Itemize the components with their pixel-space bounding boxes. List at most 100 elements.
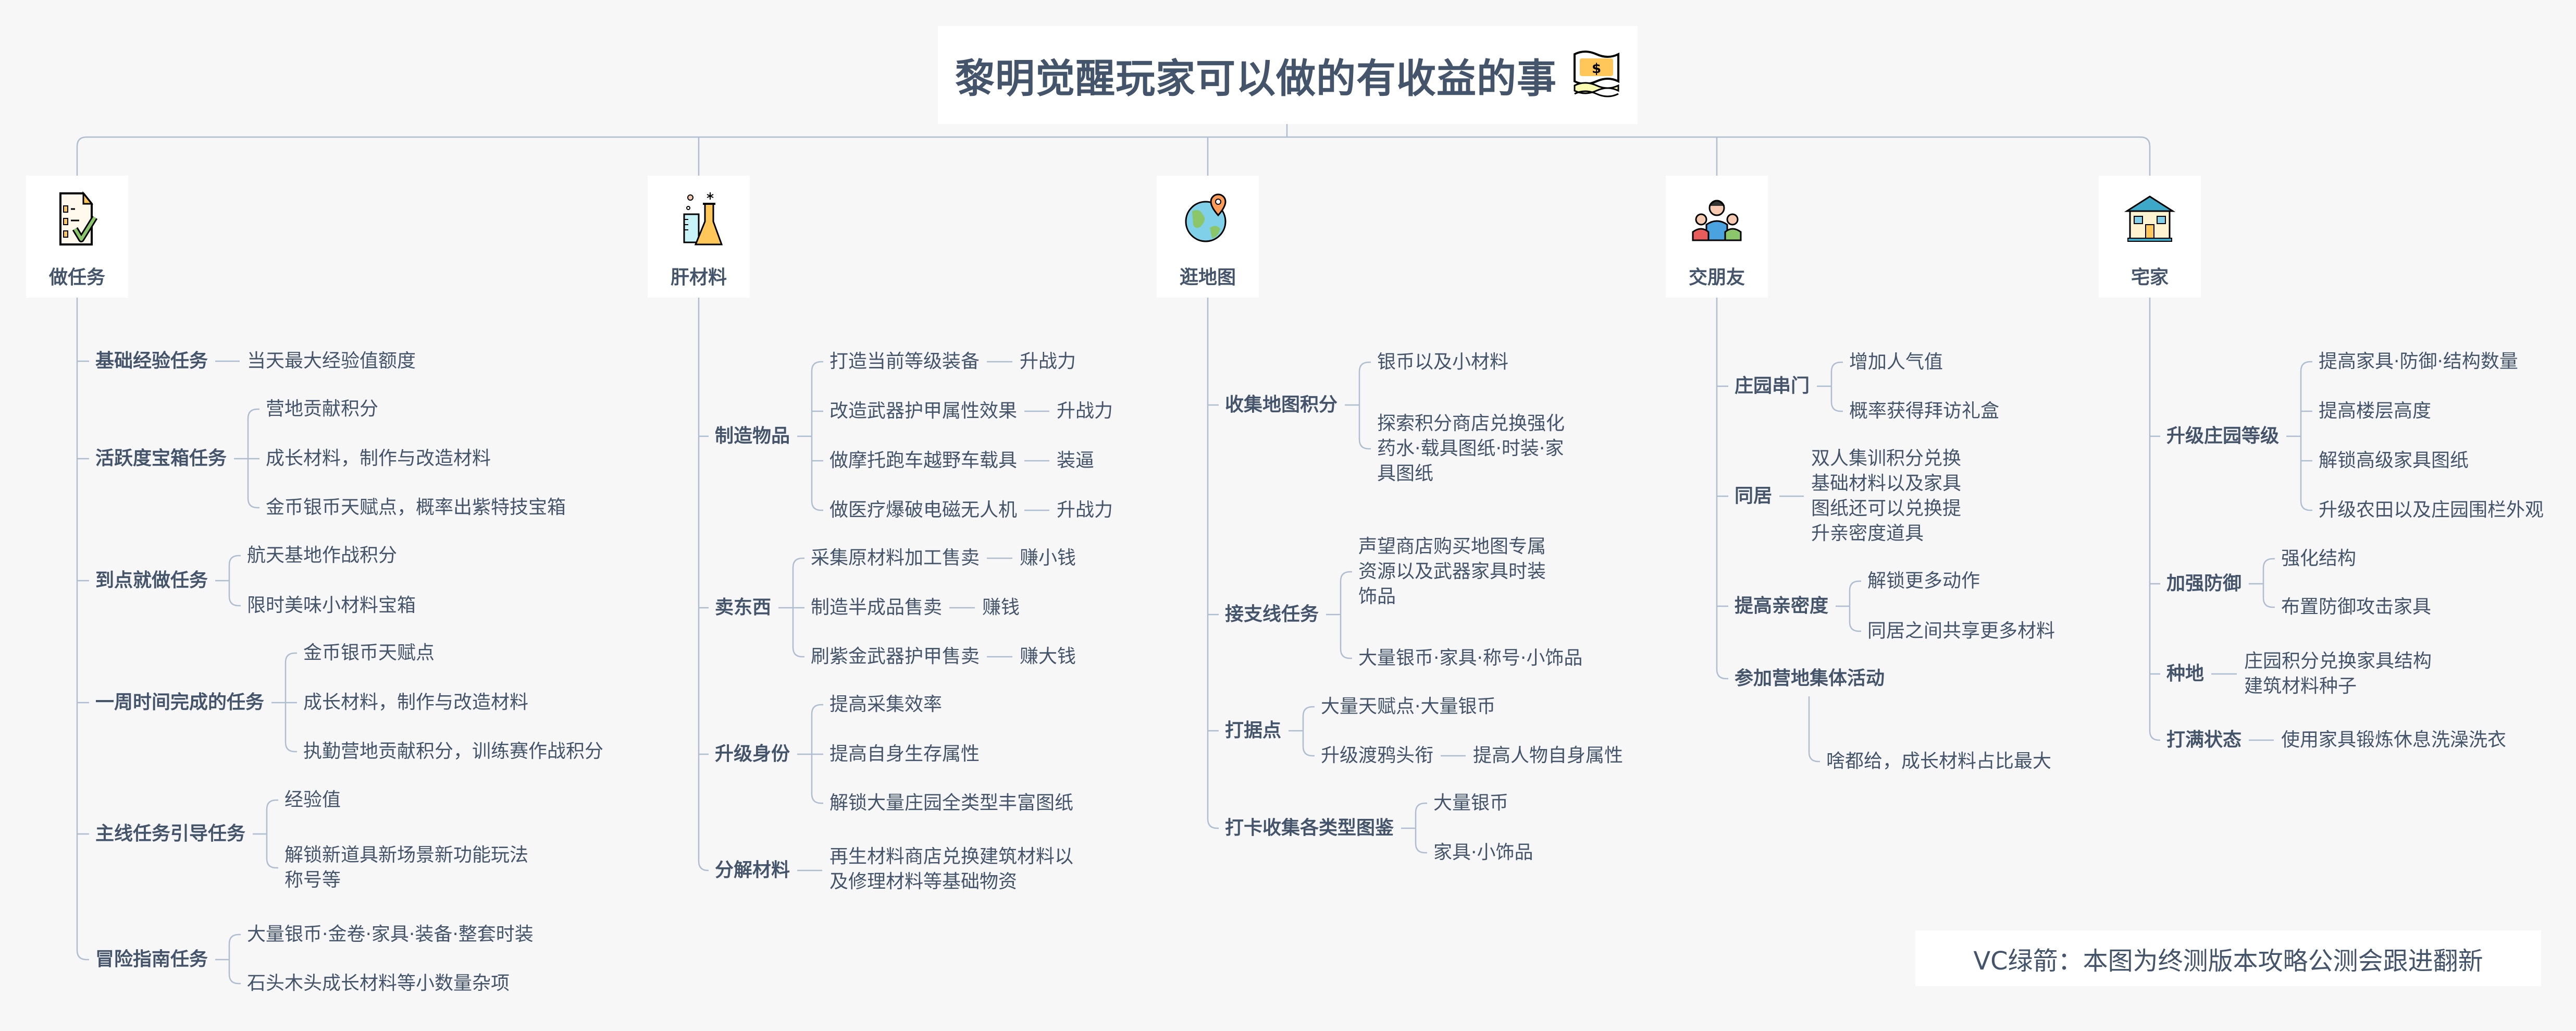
globe-pin-icon [1182,190,1234,248]
subtopic[interactable]: 大量银币·金卷·家具·装备·整套时装 [247,924,534,945]
subtopic[interactable]: 提高采集效率 [829,694,943,715]
subtopic[interactable]: 再生材料商店兑换建筑材料以及修理材料等基础物资 [829,846,1074,892]
result-topic[interactable]: 赚小钱 [1020,547,1076,569]
result-topic[interactable]: 赚钱 [982,597,1020,618]
subtopic[interactable]: 解锁更多动作 [1867,570,1980,592]
branch-topic[interactable]: 打满状态 [2166,729,2242,751]
subtopic[interactable]: 强化结构 [2281,548,2357,569]
subtopic[interactable]: 解锁高级家具图纸 [2319,450,2469,471]
branch-topic[interactable]: 基础经验任务 [95,350,208,372]
result-topic[interactable]: 升战力 [1057,499,1113,521]
branch-topic[interactable]: 接支线任务 [1225,604,1319,625]
category-label: 交朋友 [1688,267,1745,288]
branch-topic[interactable]: 到点就做任务 [95,570,208,591]
branch-topic[interactable]: 制造物品 [715,425,790,447]
subtopic[interactable]: 执勤营地贡献积分，训练赛作战积分 [303,741,604,762]
connector-line [1415,802,1427,854]
connector-line [1830,361,1843,412]
branch-topic[interactable]: 种地 [2166,663,2205,684]
branch-topic[interactable]: 分解材料 [715,860,790,881]
root-topic[interactable]: 黎明觉醒玩家可以做的有收益的事 $ [938,26,1638,124]
category-people[interactable]: 交朋友 [1666,176,1768,298]
subtopic[interactable]: 大量银币·家具·称号·小饰品 [1358,647,1583,669]
subtopic[interactable]: 营地贡献积分 [266,398,379,420]
subtopic[interactable]: 双人集训积分兑换基础材料以及家具图纸还可以兑换提升亲密度道具 [1811,448,1962,544]
connector-line [811,704,823,804]
subtopic[interactable]: 布置防御攻击家具 [2281,596,2432,618]
subtopic[interactable]: 升级农田以及庄园围栏外观 [2319,499,2544,521]
subtopic[interactable]: 家具·小饰品 [1433,842,1533,863]
connector-line [76,298,89,961]
connector-line [247,408,259,509]
subtopic[interactable]: 增加人气值 [1849,351,1943,373]
branch-topic[interactable]: 打卡收集各类型图鉴 [1225,817,1394,839]
branch-topic[interactable]: 提高亲密度 [1735,595,1829,617]
note-text: VC绿箭：本图为终测版本攻略公测会跟进翻新 [1973,946,2483,976]
subtopic[interactable]: 做医疗爆破电磁无人机 [829,499,1018,521]
subtopic[interactable]: 大量银币 [1433,792,1509,814]
subtopic[interactable]: 啥都给，成长材料占比最大 [1826,751,2052,772]
category-globe-pin[interactable]: 逛地图 [1157,176,1259,298]
note-box: VC绿箭：本图为终测版本攻略公测会跟进翻新 [1915,930,2541,986]
subtopic[interactable]: 当天最大经验值额度 [247,350,416,372]
subtopic[interactable]: 解锁大量庄园全类型丰富图纸 [829,792,1074,814]
branch-topic[interactable]: 打据点 [1225,720,1282,741]
subtopic[interactable]: 航天基地作战积分 [247,545,398,566]
connector-line [284,652,297,753]
subtopic[interactable]: 庄园积分兑换家具结构建筑材料种子 [2244,650,2432,697]
subtopic[interactable]: 银币以及小材料 [1377,351,1509,373]
subtopic[interactable]: 概率获得拜访礼盒 [1849,400,2000,422]
page-title: 黎明觉醒玩家可以做的有收益的事 [955,55,1557,102]
branch-topic[interactable]: 收集地图积分 [1225,394,1338,415]
subtopic[interactable]: 提高自身生存属性 [829,743,980,765]
result-topic[interactable]: 提高人物自身属性 [1473,745,1624,766]
connector-line [228,555,241,607]
branch-topic[interactable]: 加强防御 [2166,573,2242,594]
category-house[interactable]: 宅家 [2099,176,2201,298]
subtopic[interactable]: 金币银币天赋点，概率出紫特技宝箱 [266,497,566,518]
subtopic[interactable]: 提高楼层高度 [2319,400,2432,422]
result-topic[interactable]: 升战力 [1057,400,1113,422]
branch-topic[interactable]: 升级身份 [715,743,790,765]
subtopic[interactable]: 声望商店购买地图专属资源以及武器家具时装饰品 [1358,536,1546,607]
subtopic[interactable]: 采集原材料加工售卖 [811,547,980,569]
subtopic[interactable]: 探索积分商店兑换强化药水·载具图纸·时装·家具图纸 [1377,413,1565,484]
subtopic[interactable]: 石头木头成长材料等小数量杂项 [247,973,510,994]
branch-topic[interactable]: 参加营地集体活动 [1735,668,1885,689]
result-topic[interactable]: 装逼 [1057,450,1095,471]
subtopic[interactable]: 大量天赋点·大量银币 [1321,696,1496,717]
branch-topic[interactable]: 升级庄园等级 [2166,425,2280,447]
connector-line [266,799,278,869]
subtopic[interactable]: 金币银币天赋点 [303,642,435,664]
subtopic[interactable]: 打造当前等级装备 [829,351,980,372]
connector-line [1340,571,1352,659]
subtopic[interactable]: 做摩托跑车越野车载具 [829,450,1018,471]
subtopic[interactable]: 改造武器护甲属性效果 [829,400,1018,422]
branch-topic[interactable]: 主线任务引导任务 [95,823,246,844]
subtopic[interactable]: 使用家具锻炼休息洗澡洗衣 [2281,729,2507,751]
connector-line [1716,298,1728,680]
branch-topic[interactable]: 庄园串门 [1735,375,1810,397]
branch-topic[interactable]: 活跃度宝箱任务 [95,448,227,469]
subtopic[interactable]: 同居之间共享更多材料 [1867,620,2055,642]
branch-topic[interactable]: 同居 [1735,485,1773,507]
subtopic[interactable]: 解锁新道具新场景新功能玩法称号等 [284,844,529,891]
connector-line [698,298,709,872]
branch-topic[interactable]: 一周时间完成的任务 [95,692,265,713]
result-topic[interactable]: 赚大钱 [1020,646,1076,667]
money-icon: $ [1572,49,1620,101]
category-checklist[interactable]: 做任务 [26,176,128,298]
branch-topic[interactable]: 卖东西 [715,597,772,618]
subtopic[interactable]: 成长材料，制作与改造材料 [266,448,491,469]
category-label: 肝材料 [670,267,727,288]
branch-topic[interactable]: 冒险指南任务 [95,949,208,970]
category-lab-flask[interactable]: 肝材料 [648,176,750,298]
subtopic[interactable]: 制造半成品售卖 [811,597,943,618]
subtopic[interactable]: 升级渡鸦头衔 [1321,745,1434,766]
subtopic[interactable]: 限时美味小材料宝箱 [247,595,416,616]
subtopic[interactable]: 刷紫金武器护甲售卖 [811,646,980,667]
subtopic[interactable]: 经验值 [284,789,341,811]
subtopic[interactable]: 提高家具·防御·结构数量 [2319,351,2518,372]
subtopic[interactable]: 成长材料，制作与改造材料 [303,692,529,713]
result-topic[interactable]: 升战力 [1020,351,1076,372]
